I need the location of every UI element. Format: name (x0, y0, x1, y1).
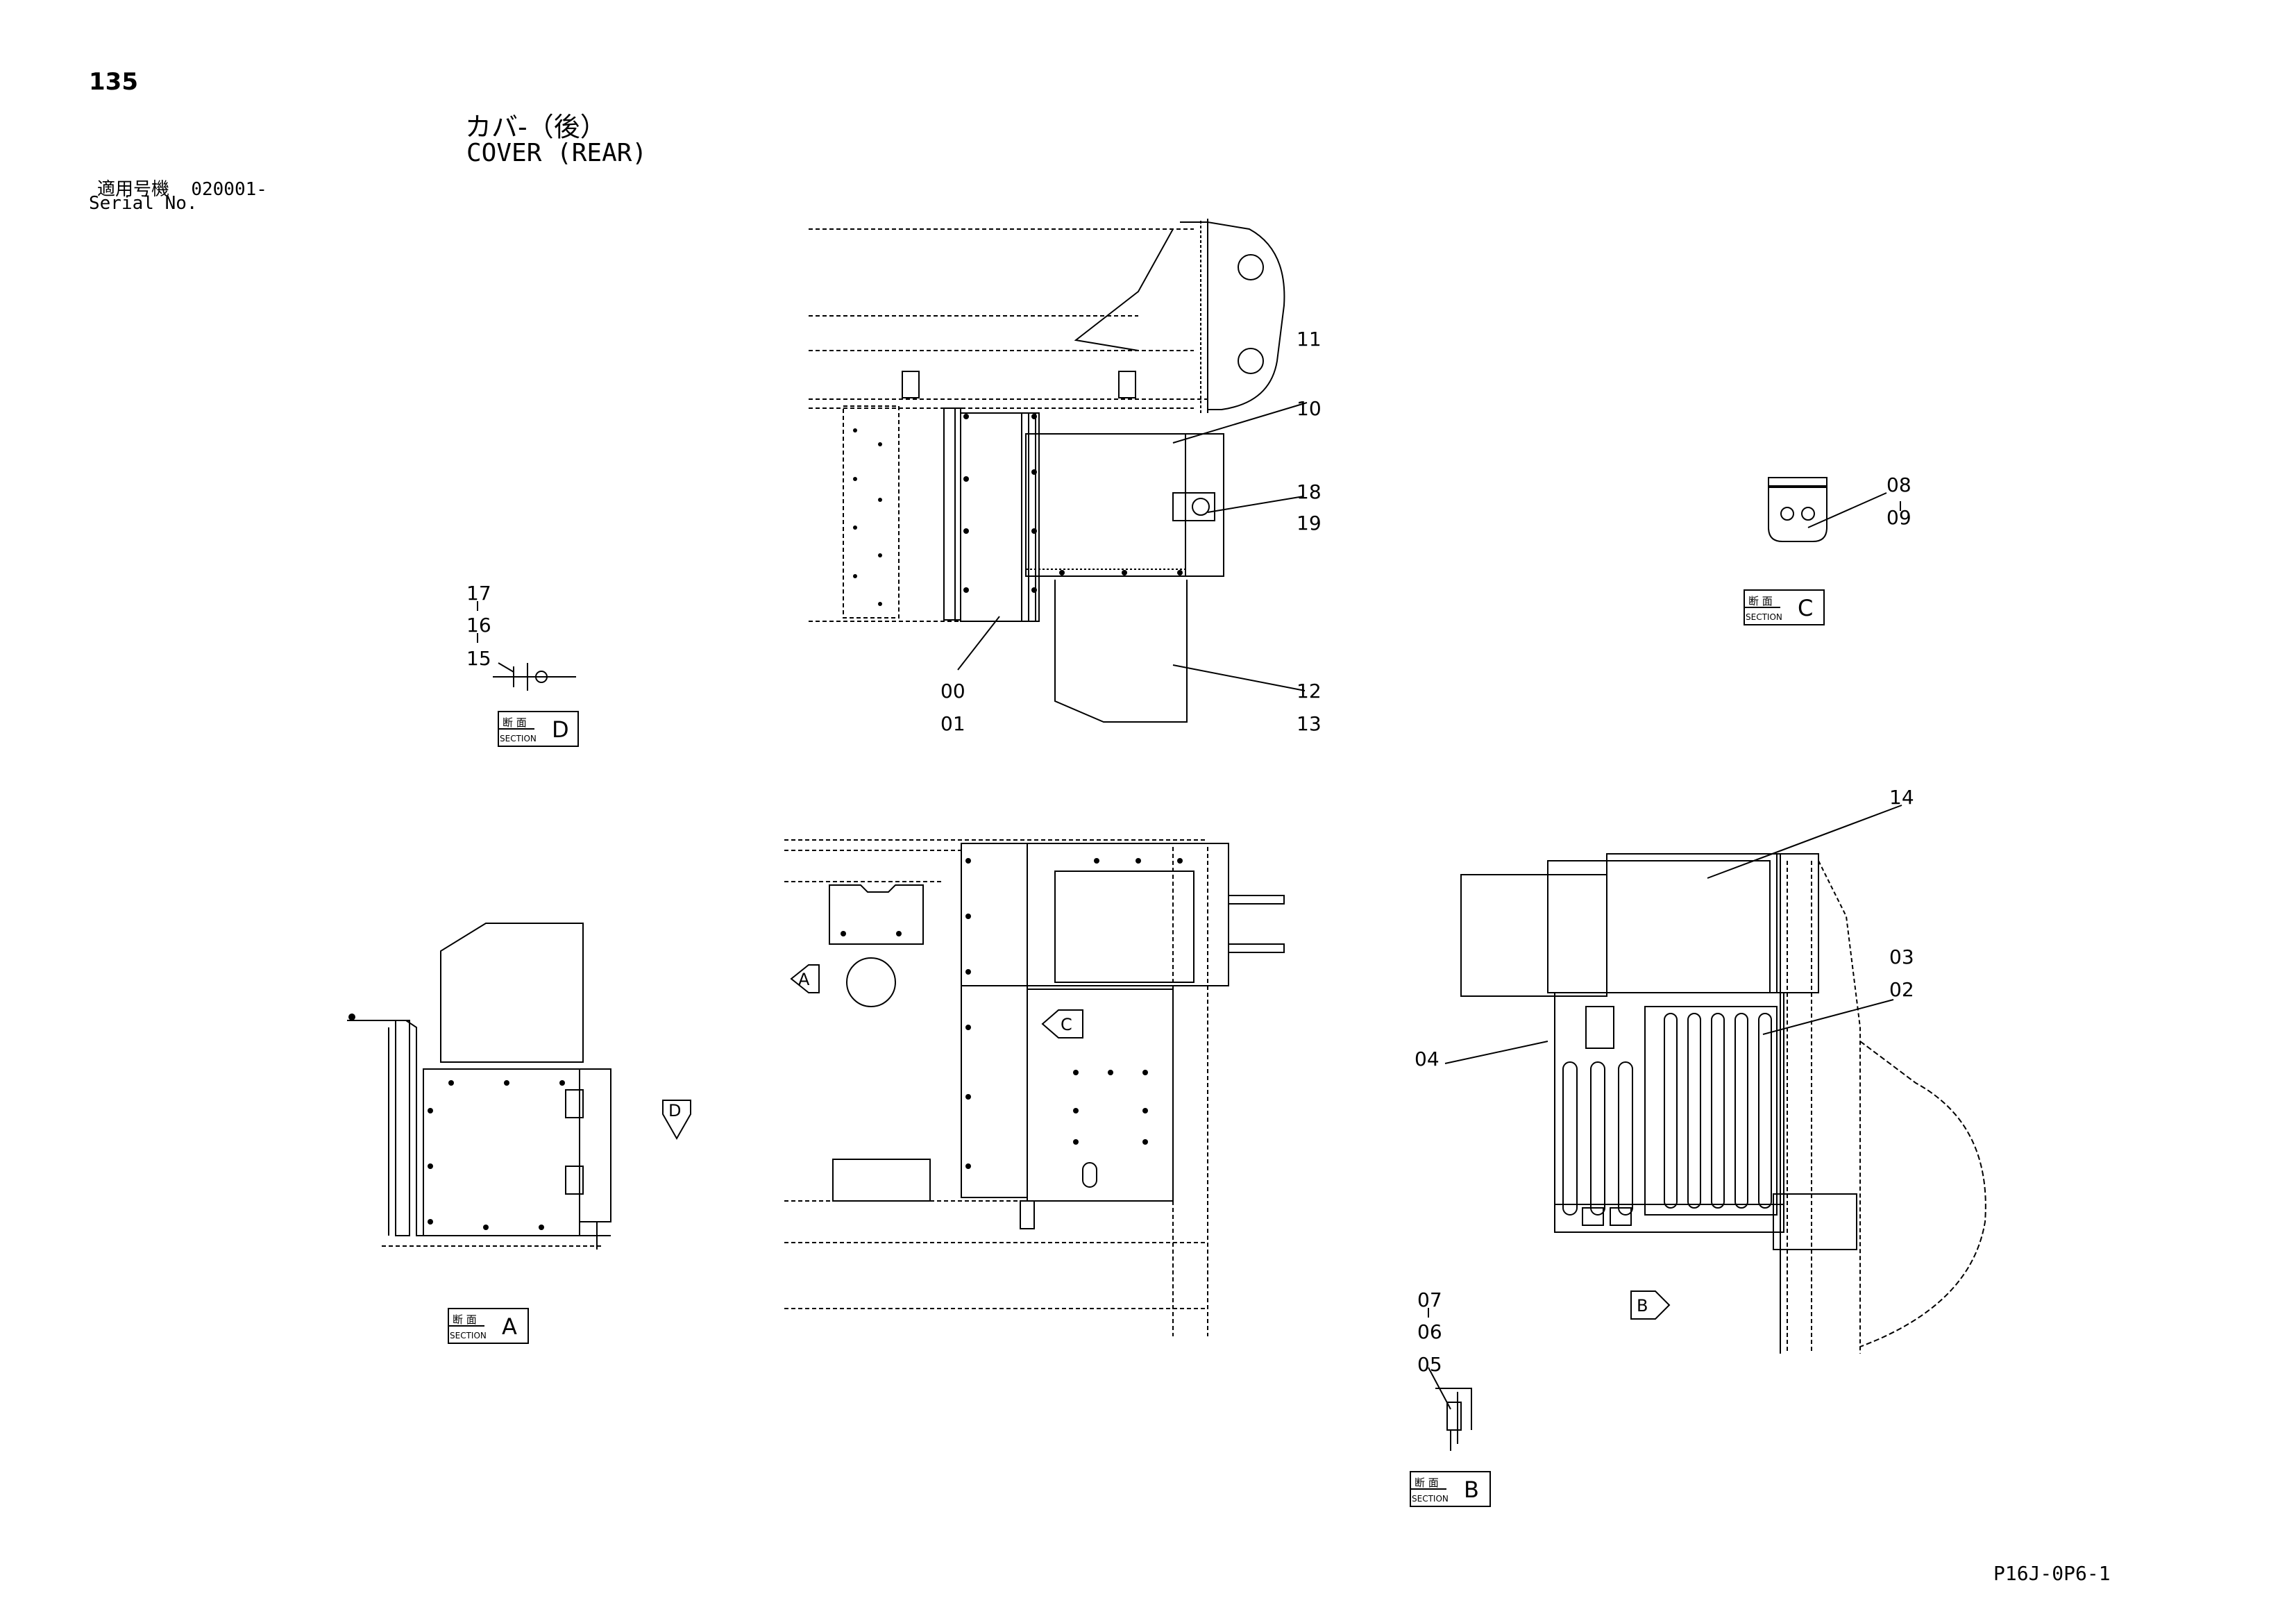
middle-view (784, 839, 1285, 1336)
callout-04: 04 (1415, 1048, 1440, 1070)
view-marker-c (1041, 1009, 1083, 1038)
section-c-label-ja: 断 面 (1748, 595, 1773, 607)
view-marker-d (662, 1100, 691, 1141)
section-d-label-ja: 断 面 (503, 716, 527, 729)
section-b-label-en: SECTION (1412, 1494, 1449, 1504)
section-box-b (1410, 1471, 1491, 1507)
section-b-label-ja: 断 面 (1415, 1477, 1439, 1489)
view-marker-d-letter: D (668, 1101, 681, 1120)
callout-10: 10 (1297, 397, 1322, 420)
callout-02: 02 (1889, 978, 1914, 1001)
callout-14: 14 (1889, 786, 1914, 809)
callout-19: 19 (1297, 512, 1322, 535)
section-box-d (498, 711, 579, 747)
view-marker-b-letter: B (1637, 1296, 1648, 1315)
top-view (809, 219, 1285, 723)
section-c-letter: C (1798, 595, 1813, 621)
serial-label-ja: 適用号機 (97, 179, 170, 200)
section-a-detail (347, 923, 611, 1250)
section-a-label-en: SECTION (450, 1331, 487, 1340)
section-d-letter: D (552, 716, 569, 743)
callout-12: 12 (1297, 680, 1322, 703)
callout-13: 13 (1297, 712, 1322, 735)
callout-11: 11 (1297, 328, 1322, 351)
callout-09: 09 (1886, 506, 1911, 529)
view-marker-b (1630, 1290, 1671, 1320)
callout-05: 05 (1417, 1353, 1442, 1376)
callout-00: 00 (940, 680, 965, 703)
section-box-c (1744, 589, 1825, 625)
section-c-detail (1768, 477, 1827, 542)
view-marker-a-letter: A (798, 970, 810, 989)
view-marker-c-letter: C (1061, 1015, 1072, 1034)
section-b-letter: B (1464, 1477, 1479, 1503)
callout-08: 08 (1886, 473, 1911, 496)
callout-18: 18 (1297, 480, 1322, 503)
callout-03: 03 (1889, 945, 1914, 968)
callout-16: 16 (466, 614, 491, 637)
section-d-detail (493, 662, 576, 691)
serial-label-english: Serial No. (89, 193, 198, 214)
callout-07: 07 (1417, 1288, 1442, 1311)
callout-01: 01 (940, 712, 965, 735)
callout-06: 06 (1417, 1320, 1442, 1343)
title-japanese: カバ-（後） (465, 112, 607, 142)
title-english: COVER (REAR) (466, 139, 648, 167)
serial-label-japanese: 適用号機 020001- (97, 175, 267, 201)
drawing-code: P16J-0P6-1 (1993, 1562, 2111, 1585)
section-a-letter: A (502, 1313, 517, 1340)
callout-15: 15 (466, 647, 491, 670)
section-d-label-en: SECTION (500, 734, 537, 743)
section-a-label-ja: 断 面 (453, 1313, 477, 1326)
page-number: 135 (89, 68, 138, 96)
section-c-label-en: SECTION (1746, 612, 1782, 622)
right-view (1460, 853, 1986, 1354)
serial-value: 020001- (191, 179, 267, 200)
section-b-detail (1428, 1367, 1472, 1451)
section-box-a (448, 1308, 529, 1344)
view-marker-a (790, 964, 820, 993)
callout-17: 17 (466, 582, 491, 605)
